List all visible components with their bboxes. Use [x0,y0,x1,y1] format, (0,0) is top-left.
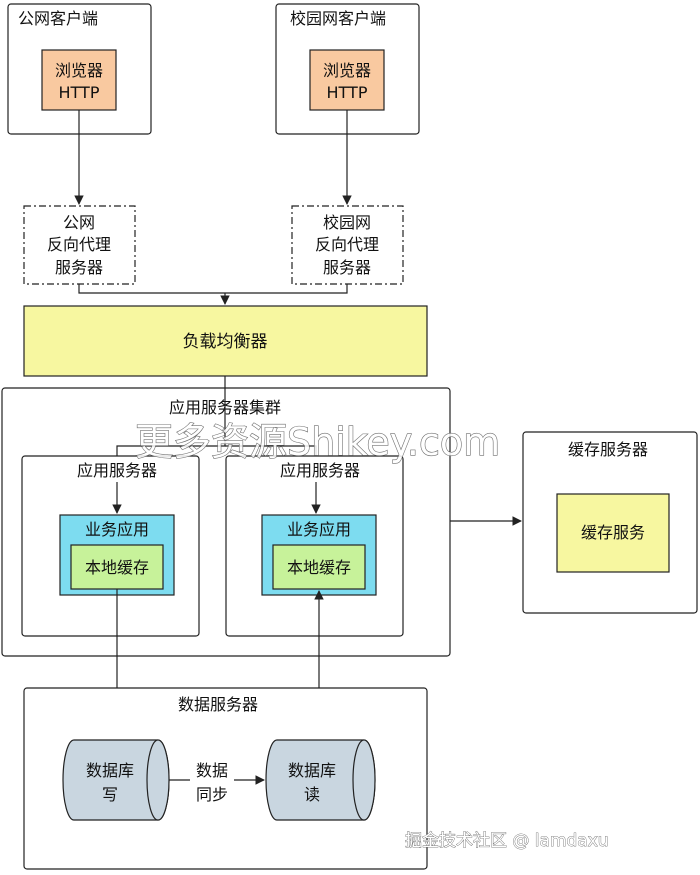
sync-label-bg [190,758,234,804]
cache-server: 缓存服务器 缓存服务 [522,431,698,614]
cache-service-label: 缓存服务 [581,523,645,542]
write-db-label: 数据库 [86,761,134,780]
public-browser-protocol: HTTP [59,83,100,102]
campus-proxy-line1: 校园网 [323,213,371,232]
public-client-title: 公网客户端 [18,9,98,28]
watermark-corner: 掘金技术社区 @ lamdaxu [405,831,609,851]
sync-label-line1: 数据 [196,761,228,780]
connector-proxies [78,284,348,294]
left-business-app-label: 业务应用 [85,520,149,539]
app-server-left: 应用服务器 业务应用 本地缓存 [21,455,200,637]
read-db-mode: 读 [304,785,320,804]
load-balancer-box [23,305,428,377]
cache-service-box [556,493,670,573]
public-reverse-proxy: 公网 反向代理 服务器 [23,205,136,285]
campus-client: 校园网客户端 浏览器 HTTP [275,3,420,135]
cache-server-title: 缓存服务器 [568,440,648,459]
load-balancer: 负载均衡器 [23,305,428,377]
data-server: 数据服务器 数据库 写 数据 同步 数据库 读 [23,687,428,870]
campus-proxy-line3: 服务器 [323,258,371,277]
data-server-title: 数据服务器 [178,695,258,714]
public-proxy-line1: 公网 [63,213,95,232]
public-proxy-line3: 服务器 [55,258,103,277]
connector-cluster-split [116,388,226,456]
app-server-right: 应用服务器 业务应用 本地缓存 [225,455,404,637]
read-database: 数据库 读 [265,739,376,821]
connector-cluster-split-right [225,445,317,456]
campus-proxy-line2: 反向代理 [315,235,379,254]
write-db-mode: 写 [102,785,118,804]
left-local-cache-box [70,544,164,590]
campus-browser-protocol: HTTP [327,83,368,102]
app-server-cluster: 应用服务器集群 应用服务器 业务应用 本地缓存 应用服务器 业务应用 本地缓存 [1,387,451,657]
public-client: 公网客户端 浏览器 HTTP [7,3,152,135]
read-db-label: 数据库 [288,761,336,780]
campus-reverse-proxy: 校园网 反向代理 服务器 [291,205,404,285]
write-database: 数据库 写 [62,739,170,821]
sync-label-line2: 同步 [196,785,228,804]
right-business-app-label: 业务应用 [287,520,351,539]
public-browser-box [41,49,117,111]
app-server-left-title: 应用服务器 [77,461,157,480]
public-browser-label: 浏览器 [55,61,103,80]
right-local-cache-label: 本地缓存 [287,558,351,577]
load-balancer-label: 负载均衡器 [183,332,268,352]
left-local-cache-label: 本地缓存 [85,558,149,577]
campus-browser-box [309,49,385,111]
right-local-cache-box [272,544,366,590]
app-server-right-title: 应用服务器 [280,461,360,480]
watermark-center: 更多资源Shikey.com [135,420,500,464]
public-proxy-line2: 反向代理 [47,235,111,254]
campus-client-title: 校园网客户端 [290,9,386,28]
campus-browser-label: 浏览器 [323,61,371,80]
